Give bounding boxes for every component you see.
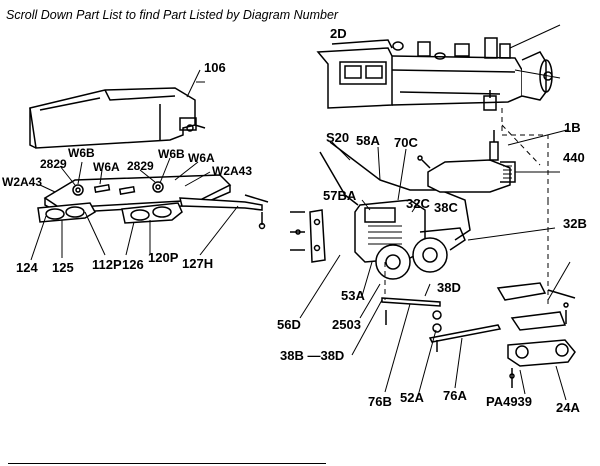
part-label-38D-a: 38D — [437, 280, 461, 295]
part-label-127H: 127H — [182, 256, 213, 271]
part-label-32B: 32B — [563, 216, 587, 231]
part-label-2829-b: 2829 — [127, 159, 154, 173]
part-label-2829-a: 2829 — [40, 157, 67, 171]
tender-frame-drawing — [37, 174, 269, 230]
part-label-70C: 70C — [394, 135, 418, 150]
part-labels: 2D 106 1B 440 S20 58A 70C 57BA 32C 38C 3… — [2, 26, 587, 415]
part-label-1B: 1B — [564, 120, 581, 135]
part-label-126: 126 — [122, 257, 144, 272]
part-label-W2A43-a: W2A43 — [2, 175, 42, 189]
part-label-W6A-a: W6A — [93, 160, 120, 174]
part-label-120P: 120P — [148, 250, 179, 265]
part-label-58A: 58A — [356, 133, 380, 148]
part-label-S20: S20 — [326, 130, 349, 145]
part-label-53A: 53A — [341, 288, 365, 303]
pilot-truck-drawing — [496, 261, 576, 401]
part-label-W2A43-b: W2A43 — [212, 164, 252, 178]
part-label-56D: 56D — [277, 317, 301, 332]
part-label-124: 124 — [16, 260, 38, 275]
part-label-2503: 2503 — [332, 317, 361, 332]
part-label-125: 125 — [52, 260, 74, 275]
part-label-PA4939: PA4939 — [486, 394, 532, 409]
part-label-24A: 24A — [556, 400, 580, 415]
part-label-440: 440 — [563, 150, 585, 165]
part-label-38C: 38C — [434, 200, 458, 215]
tender-leader-lines — [30, 69, 239, 261]
part-label-2D: 2D — [330, 26, 347, 41]
assembly-guide-lines — [384, 108, 549, 308]
reverse-unit-drawing — [417, 130, 560, 193]
instruction-header: Scroll Down Part List to find Part Liste… — [6, 8, 339, 22]
part-label-112P: 112P — [92, 257, 122, 272]
part-label-57BA: 57BA — [323, 188, 357, 203]
tender-body-drawing — [29, 81, 206, 149]
part-label-W6A-b: W6A — [188, 151, 215, 165]
part-label-76A: 76A — [443, 388, 467, 403]
part-label-32C: 32C — [406, 196, 430, 211]
part-label-W6B-a: W6B — [68, 146, 95, 160]
part-label-W6B-b: W6B — [158, 147, 185, 161]
chassis-motor-drawing — [290, 129, 568, 397]
locomotive-shell-drawing — [316, 24, 561, 111]
footer-divider — [8, 463, 326, 464]
part-label-38B-38D: 38B —38D — [280, 348, 344, 363]
part-label-106: 106 — [204, 60, 226, 75]
part-label-52A: 52A — [400, 390, 424, 405]
part-label-76B: 76B — [368, 394, 392, 409]
